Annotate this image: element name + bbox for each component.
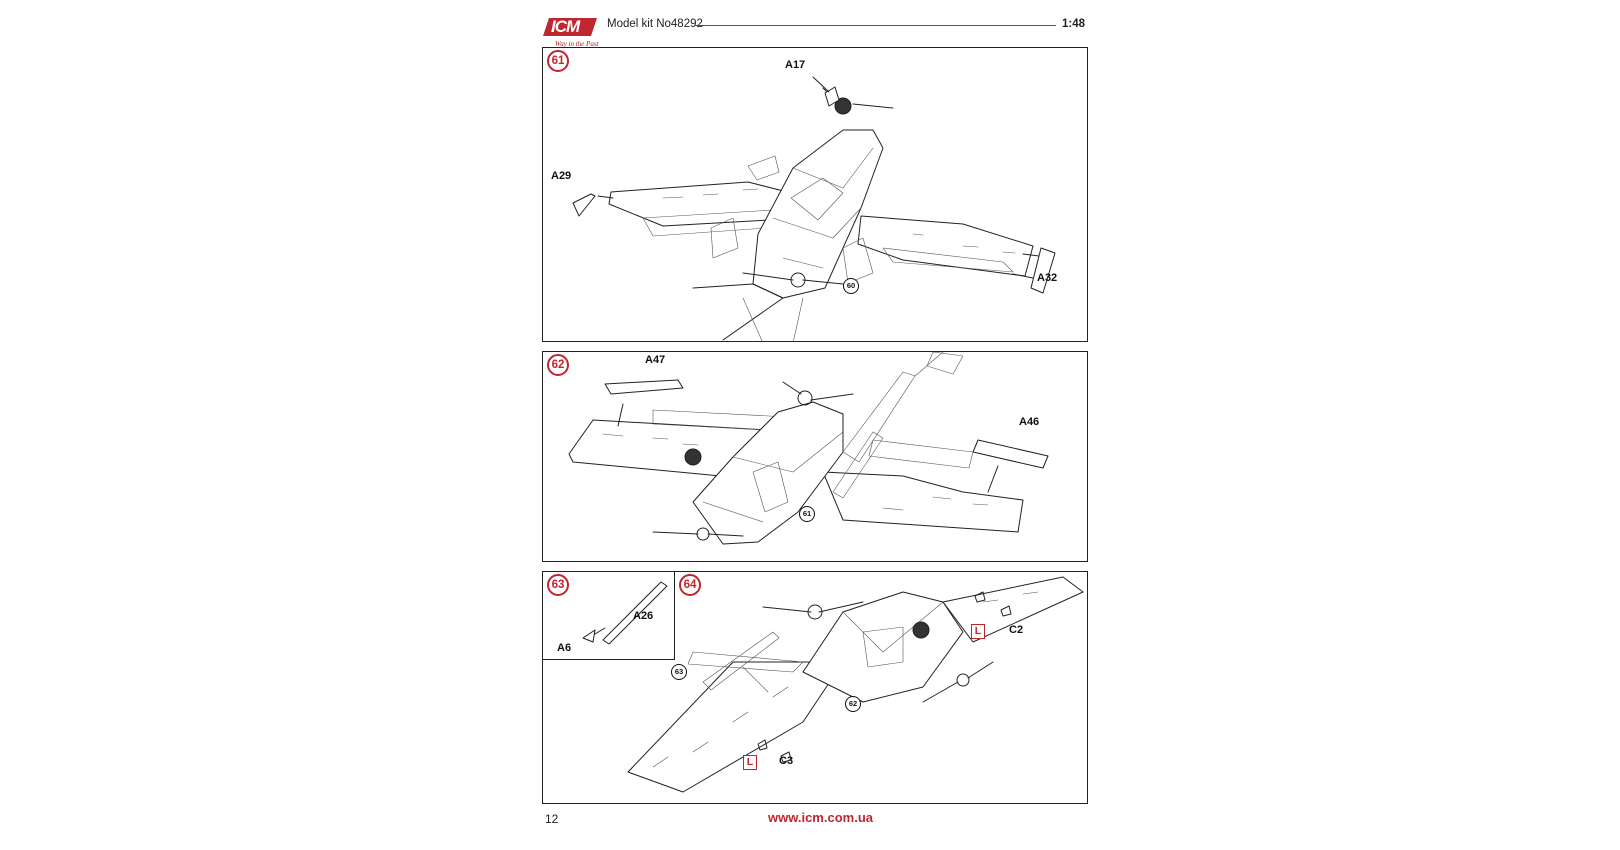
part-label-c3: C3 (779, 755, 794, 767)
page-number: 12 (545, 812, 559, 826)
part-label-c2: C2 (1009, 624, 1024, 636)
header-divider (694, 25, 1056, 26)
brand-name: ICM (551, 17, 580, 36)
step-61-panel: 61 A17 A29 A32 60 (542, 47, 1088, 342)
step-64-reference-62: 62 (845, 696, 861, 712)
step-64-badge: 64 (679, 574, 701, 596)
step-62-drawing (568, 352, 1049, 545)
marker-l-lower: L (743, 755, 757, 770)
step-61-drawing (572, 76, 1056, 341)
part-label-a17: A17 (785, 59, 806, 71)
part-label-a6: A6 (557, 642, 572, 654)
step-63-64-panel: 63 A26 A6 64 C2 C3 L L 63 62 (542, 571, 1088, 804)
part-label-a32: A32 (1037, 272, 1058, 284)
step-63-inset (543, 572, 675, 660)
step-62-badge: 62 (547, 354, 569, 376)
part-label-a47: A47 (645, 354, 666, 366)
part-label-a26: A26 (633, 610, 654, 622)
brand-tagline: Way in the Past (555, 40, 599, 48)
brand-logo: ICM Way in the Past (543, 16, 601, 50)
logo-shape-icon (543, 18, 597, 36)
part-label-a46: A46 (1019, 416, 1040, 428)
scale-label: 1:48 (1062, 18, 1086, 30)
step-64-drawing (582, 576, 1084, 793)
step-61-badge: 61 (547, 50, 569, 72)
step-62-reference-badge: 61 (799, 506, 815, 522)
part-label-a29: A29 (551, 170, 572, 182)
step-64-reference-63: 63 (671, 664, 687, 680)
website-link[interactable]: www.icm.com.ua (768, 810, 873, 825)
step-61-reference-badge: 60 (843, 278, 859, 294)
marker-l-upper: L (971, 624, 985, 639)
step-62-panel: 62 A47 A46 61 (542, 351, 1088, 562)
step-63-badge: 63 (547, 574, 569, 596)
model-title: Model kit No48292 (607, 18, 703, 30)
